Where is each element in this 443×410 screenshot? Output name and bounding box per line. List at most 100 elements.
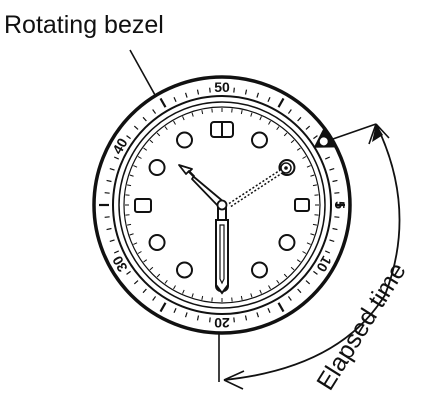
bezel-tick [277, 97, 285, 108]
dial-tick [312, 223, 317, 226]
bezel-tick [313, 270, 318, 275]
dial-tick [143, 147, 148, 151]
bezel-tick [184, 92, 188, 98]
bezel-tick [106, 179, 112, 183]
dial-tick [276, 126, 280, 131]
bezel-tick [297, 116, 302, 122]
bezel-tick [324, 156, 331, 160]
bezel-tick [233, 87, 235, 93]
dial-tick [268, 120, 271, 125]
bezel-tick [133, 280, 139, 285]
dial-tick [182, 289, 185, 294]
dial-tick [173, 120, 176, 125]
dial-tick [133, 165, 138, 168]
dial-tick [191, 112, 194, 117]
bezel-tick [256, 312, 260, 318]
nine-oclock-marker [134, 198, 152, 213]
bezel-tick [173, 307, 177, 314]
minute-hand [215, 205, 229, 295]
elapsed-arrow-bottom [223, 370, 245, 390]
dial-tick [259, 116, 262, 121]
dial-tick [302, 251, 307, 254]
dial-tick [259, 289, 262, 294]
bezel-tick [152, 109, 157, 114]
hour-markers [148, 131, 296, 292]
bezel-tick [184, 312, 188, 318]
bezel-tick [297, 288, 302, 294]
bezel-number: 10 [313, 253, 335, 275]
dial-tick [240, 295, 243, 300]
dial-tick [133, 242, 138, 245]
bezel-number: 40 [109, 135, 131, 157]
dial-tick [127, 223, 132, 226]
dial-tick [143, 259, 148, 263]
bezel-tick [159, 97, 167, 108]
dial-tick [129, 174, 134, 177]
dial-tick [182, 116, 185, 121]
bezel-marker-triangle [313, 126, 337, 148]
center-pin [216, 199, 228, 211]
bezel-tick [126, 135, 131, 140]
bezel-inner-ring [112, 95, 332, 315]
bezel-tick [329, 167, 335, 171]
bezel-tick [332, 227, 338, 231]
dial-tick [310, 233, 315, 236]
bezel-tick [287, 296, 292, 301]
bezel-tick [233, 317, 235, 323]
bezel-numbers: 50 40 30 20 10 5 [109, 79, 348, 331]
dial-tick [310, 174, 315, 177]
bezel-tick [324, 250, 331, 254]
bezel-tick [104, 216, 110, 218]
bezel-tick [196, 315, 200, 321]
bezel-tick [104, 192, 110, 194]
bezel-tick [152, 296, 157, 301]
dial-tick [129, 233, 134, 236]
bezel-tick [113, 156, 120, 160]
bezel-tick [277, 302, 285, 313]
dial-tick [191, 293, 194, 298]
rotating-bezel-label: Rotating bezel [4, 11, 164, 39]
bezel-tick [142, 116, 147, 122]
dial-tick [296, 259, 301, 263]
dial-tick [164, 126, 168, 131]
bezel-number: 50 [214, 79, 230, 95]
three-oclock-marker [294, 198, 310, 212]
dial-tick [268, 285, 271, 290]
bezel-tick [159, 302, 167, 313]
bezel-tick [267, 96, 271, 103]
bezel-tick [334, 192, 340, 194]
dial-tick [250, 293, 253, 298]
bezel-tick [334, 216, 340, 218]
dial-tick [290, 266, 295, 271]
dial-tick [173, 285, 176, 290]
dial-tick [137, 156, 142, 159]
dial-tick [312, 184, 317, 187]
bezel-number: 20 [214, 315, 230, 331]
hour-marker [176, 261, 193, 279]
hour-marker [278, 234, 296, 251]
dial-tick [201, 295, 204, 300]
dial-tick [137, 251, 142, 254]
bezel-tick [256, 92, 260, 98]
dial-tick [240, 110, 243, 115]
bezel-tick [126, 270, 131, 275]
twelve-oclock-marker [210, 121, 234, 138]
bezel-tick [196, 89, 200, 95]
dial-tick [283, 132, 288, 137]
bezel-tick [106, 227, 112, 231]
bezel-number: 30 [109, 253, 131, 275]
watch: 50 40 30 20 10 5 [92, 75, 352, 335]
dial-tick [201, 110, 204, 115]
dial-tick [250, 112, 253, 117]
bezel-tick [109, 167, 115, 171]
bezel-tick [113, 250, 120, 254]
marker-reference-line [329, 123, 377, 141]
hour-marker [251, 131, 268, 149]
hour-marker [176, 131, 193, 149]
bezel-number: 5 [332, 201, 348, 209]
dial-outer-ring [118, 101, 326, 309]
dial-tick [127, 184, 132, 187]
dial-tick [290, 139, 295, 144]
dial-ticks [125, 108, 319, 302]
